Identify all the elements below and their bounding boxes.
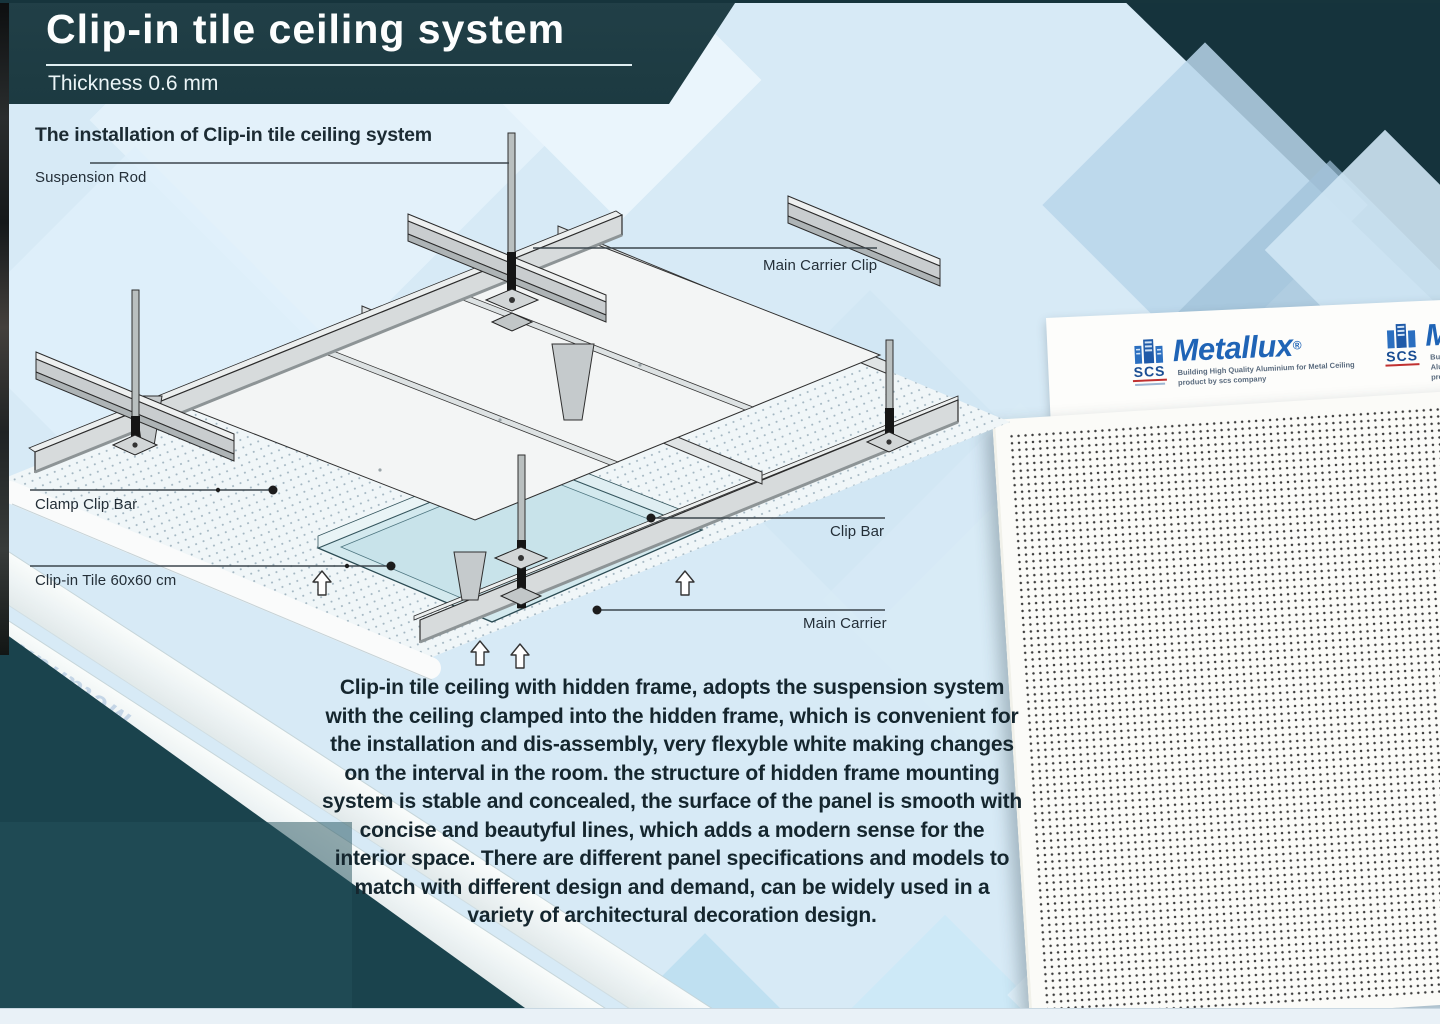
scs-building-icon: [1386, 323, 1416, 349]
label-suspension-rod: Suspension Rod: [35, 169, 147, 186]
scs-logo: SCS: [1131, 337, 1167, 387]
header-banner: Clip-in tile ceiling system Thickness 0.…: [0, 0, 737, 104]
suspension-rod: [493, 454, 549, 609]
scs-label: SCS: [1133, 362, 1166, 381]
bottom-strip: [0, 1008, 1440, 1024]
scs-building-icon: [1134, 339, 1164, 365]
registered-mark: ®: [1292, 338, 1302, 353]
up-arrow: [312, 570, 695, 669]
scs-red-underline: [1132, 378, 1167, 383]
scs-logo: SCS: [1384, 321, 1420, 367]
page-title: Clip-in tile ceiling system: [46, 6, 566, 52]
perforated-tile-panel: [992, 386, 1440, 1024]
brand-panel: SCS Metallux® Building High Quality Alum…: [1046, 297, 1440, 432]
scs-red-underline: [1385, 363, 1420, 367]
scs-label: SCS: [1385, 347, 1419, 365]
leader-dots: [215, 485, 656, 615]
brand-name: Metallux: [1424, 312, 1440, 353]
description-paragraph: Clip-in tile ceiling with hidden frame, …: [322, 676, 1022, 928]
left-edge-photo-sliver: [0, 0, 9, 655]
scs-url-line: [1135, 382, 1166, 387]
brand-logo: SCS Metallux® Building High Quality Alum…: [1131, 328, 1355, 390]
label-main-carrier: Main Carrier: [803, 615, 887, 632]
perforation-dot-grid: [1007, 401, 1440, 1018]
label-clip-bar: Clip Bar: [830, 523, 885, 540]
corner-rect-bottom-left: [0, 822, 352, 1008]
brand-name: Metallux: [1171, 327, 1294, 369]
label-clip-in-tile: Clip-in Tile 60x60 cm: [35, 572, 177, 589]
title-rule: [46, 64, 632, 66]
brand-tagline: Building High Quality Aluminium for Meta…: [1430, 347, 1440, 381]
label-clamp-clip-bar: Clamp Clip Bar: [35, 496, 138, 513]
clip-in-tile: [316, 449, 704, 623]
top-border-line: [0, 0, 1440, 3]
diagram-heading: The installation of Clip-in tile ceiling…: [35, 124, 432, 146]
page-subtitle: Thickness 0.6 mm: [48, 72, 219, 95]
label-main-carrier-clip: Main Carrier Clip: [763, 257, 878, 274]
brand-logo-partial: SCS Metallux Building High Quality Alumi…: [1384, 312, 1440, 383]
